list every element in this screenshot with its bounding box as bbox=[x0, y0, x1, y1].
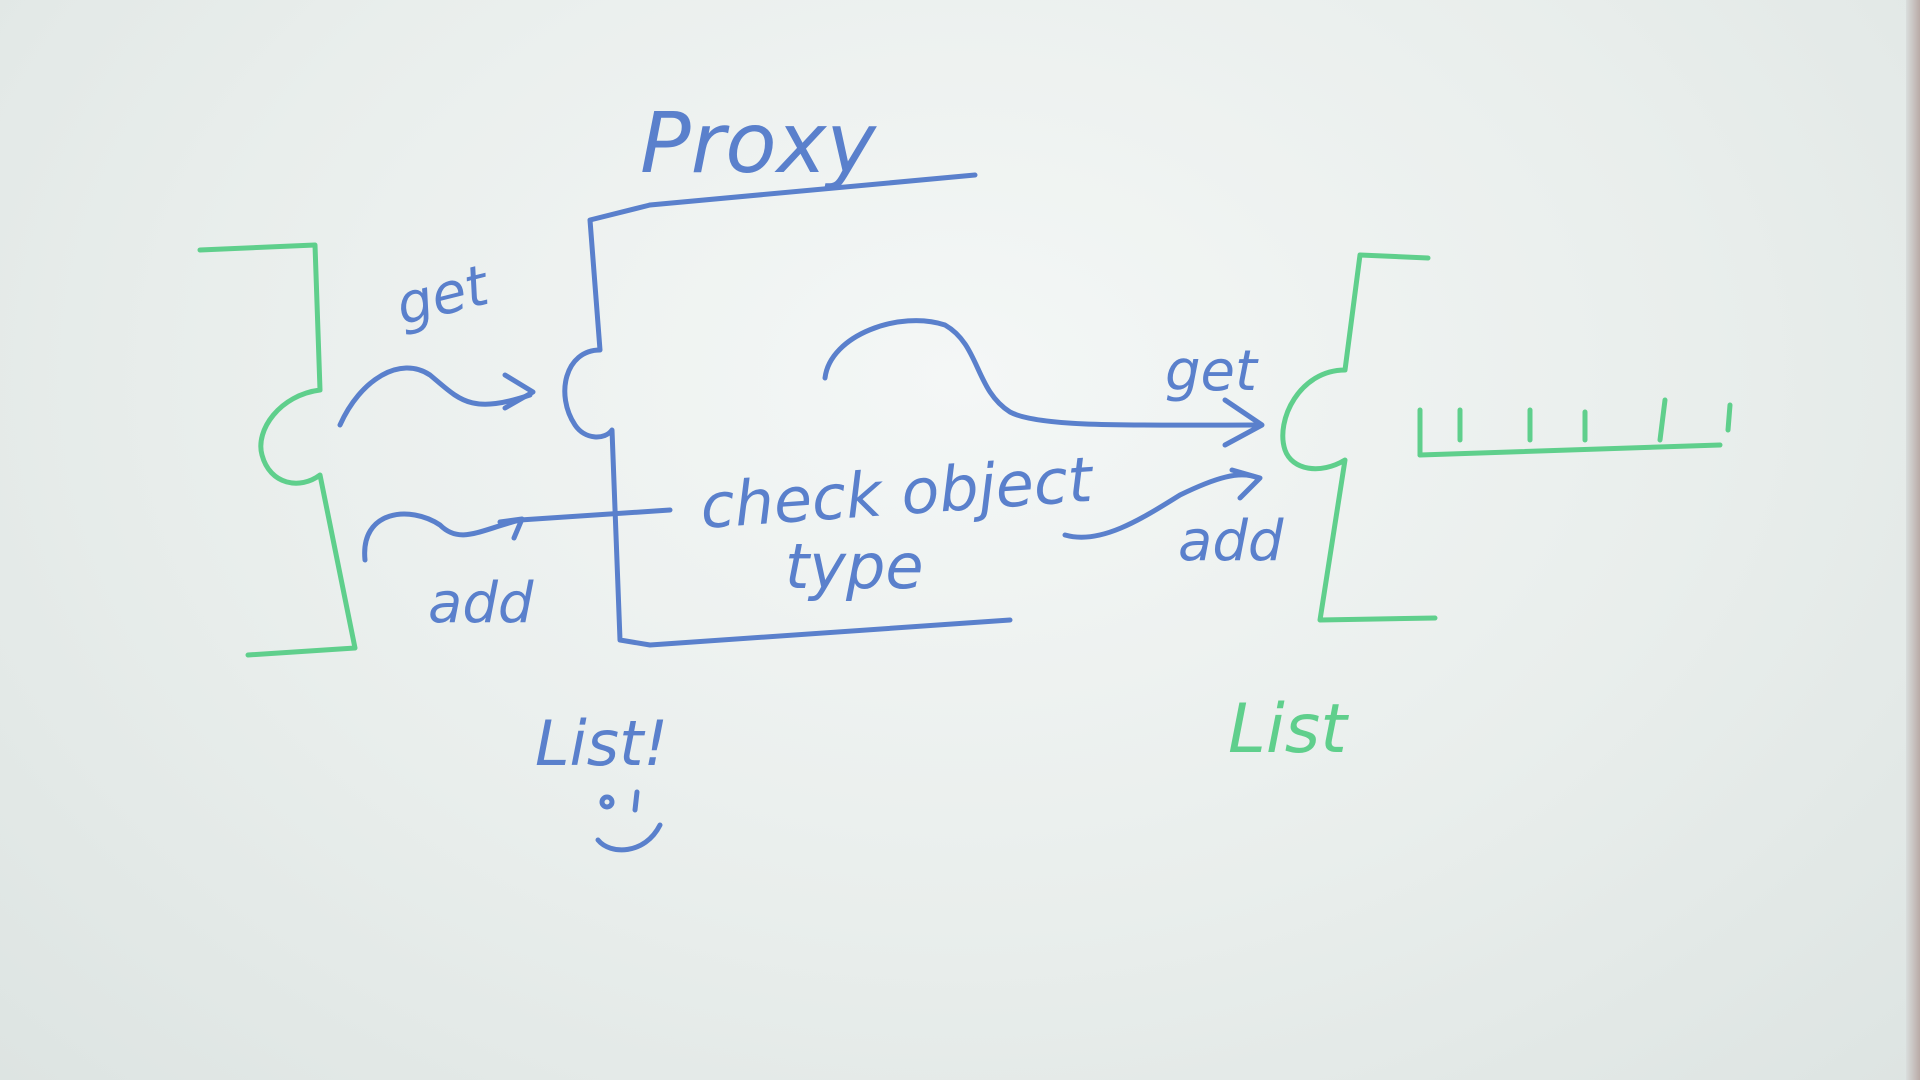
diagram-title: Proxy bbox=[640, 94, 877, 192]
smiley-left-eye bbox=[599, 794, 615, 810]
list-caption: List bbox=[1228, 690, 1349, 769]
list-component bbox=[1280, 252, 1733, 623]
get-arrow-client-to-proxy bbox=[337, 365, 533, 428]
client-component bbox=[197, 242, 358, 658]
smiley-face-icon bbox=[595, 789, 663, 853]
add-arrow-client-to-proxy bbox=[362, 511, 523, 563]
list-get-label: get bbox=[1165, 339, 1259, 404]
list-storage-baseline bbox=[1417, 442, 1723, 458]
proxy-divider-line bbox=[517, 507, 673, 523]
proxy-top-line bbox=[647, 172, 978, 208]
whiteboard-edge bbox=[1906, 0, 1920, 1080]
proxy-note-line2: type bbox=[785, 530, 924, 603]
proxy-frame bbox=[562, 202, 1013, 648]
add-arrow-proxy-to-list bbox=[1062, 472, 1261, 540]
proxy-note-line1: check object bbox=[698, 443, 1097, 543]
smiley-right-eye bbox=[632, 789, 640, 813]
list-storage-tick-6 bbox=[1725, 402, 1733, 433]
client-bracket bbox=[197, 242, 358, 658]
client-add-label: add bbox=[428, 571, 534, 636]
client-to-proxy-arrows bbox=[337, 365, 536, 563]
get-arrow-head-2 bbox=[1222, 397, 1265, 448]
smiley-mouth bbox=[595, 822, 663, 853]
list-add-label: add bbox=[1178, 509, 1284, 574]
get-arrow-proxy-to-list bbox=[822, 318, 1263, 428]
proxy-component bbox=[517, 172, 1013, 648]
proxy-to-list-arrows bbox=[822, 318, 1265, 540]
proxy-caption: List! bbox=[535, 707, 668, 780]
add-arrow-head-2 bbox=[1229, 467, 1263, 501]
list-bracket bbox=[1280, 252, 1438, 623]
list-storage-tick-5 bbox=[1657, 397, 1668, 443]
client-get-label: get bbox=[390, 253, 497, 339]
get-arrow-head-1 bbox=[502, 372, 536, 411]
